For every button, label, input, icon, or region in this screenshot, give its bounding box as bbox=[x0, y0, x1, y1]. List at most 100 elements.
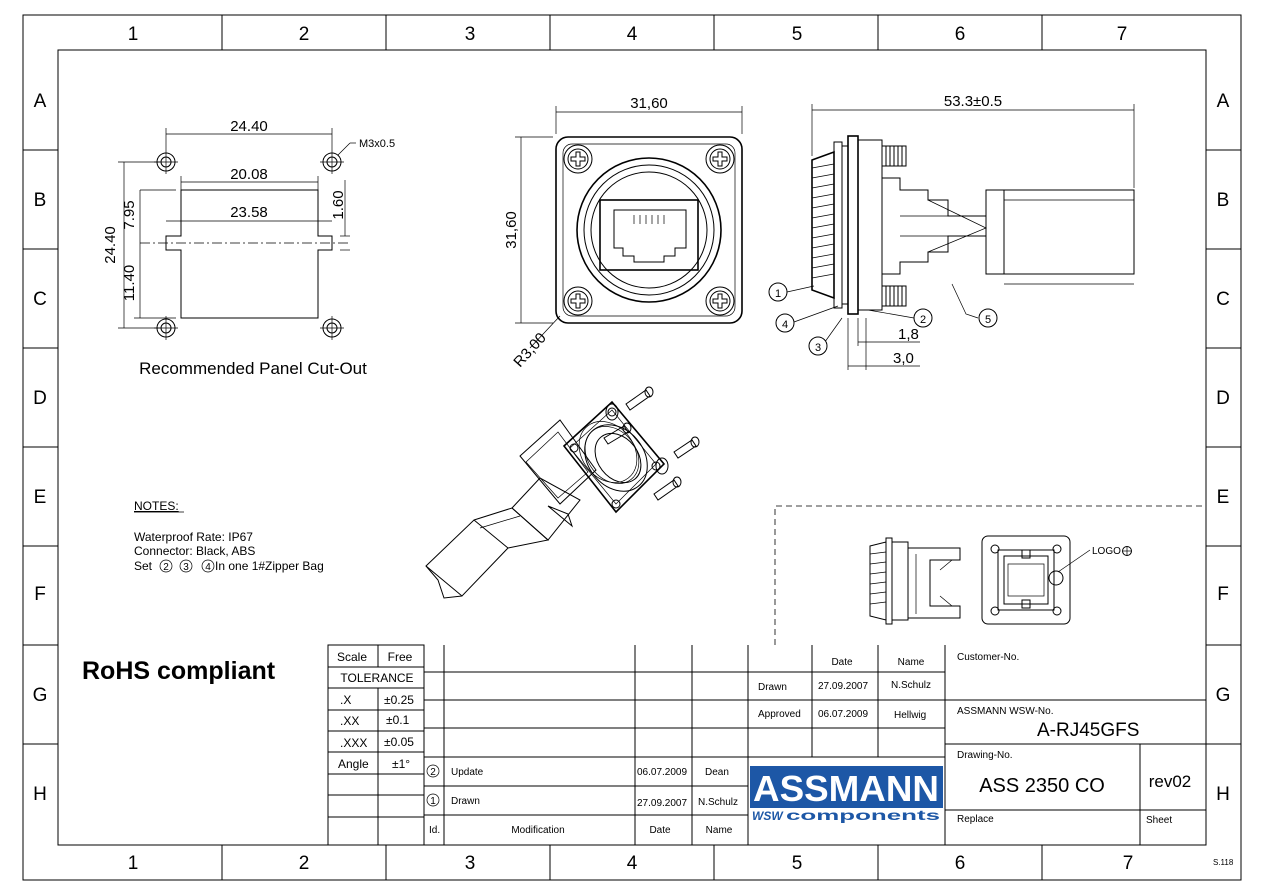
detail-view: LOGO bbox=[774, 505, 1206, 645]
revision-modification: Drawn bbox=[451, 796, 480, 807]
dim-cutout-vertical-pitch: 24.40 bbox=[102, 226, 119, 264]
svg-text:2: 2 bbox=[430, 767, 436, 778]
notes-line-1: Waterproof Rate: IP67 bbox=[134, 530, 253, 544]
zone-col-7: 7 bbox=[1117, 24, 1128, 45]
zone-col-6-bottom: 6 bbox=[955, 853, 966, 874]
replace-label: Replace bbox=[957, 814, 994, 825]
revision-name: N.Schulz bbox=[698, 797, 738, 808]
cutout-title: Recommended Panel Cut-Out bbox=[139, 359, 367, 378]
dim-front-corner-radius: R3,00 bbox=[510, 330, 549, 371]
dim-front-width: 31,60 bbox=[630, 95, 668, 112]
dim-side-flange: 1,8 bbox=[898, 326, 919, 343]
front-screw-br bbox=[705, 286, 735, 316]
zone-col-7-bottom: 7 bbox=[1123, 853, 1134, 874]
revision-table: 2 Update 06.07.2009 Dean 1 Drawn 27.09.2… bbox=[426, 764, 738, 836]
zone-row-e: E bbox=[34, 487, 47, 508]
tolerance-header: TOLERANCE bbox=[340, 671, 413, 685]
zone-col-4-bottom: 4 bbox=[627, 853, 638, 874]
zone-row-a-right: A bbox=[1217, 91, 1230, 112]
approval-table: Date Name Drawn 27.09.2007 N.Schulz Appr… bbox=[758, 657, 931, 721]
side-flange bbox=[847, 135, 859, 315]
svg-text:4: 4 bbox=[782, 319, 788, 331]
zone-col-6: 6 bbox=[955, 24, 966, 45]
zone-row-g-right: G bbox=[1216, 685, 1231, 706]
front-ring bbox=[576, 157, 722, 303]
zone-row-f: F bbox=[34, 584, 46, 605]
svg-text:3: 3 bbox=[183, 562, 189, 573]
dim-cutout-hole-pitch: 24.40 bbox=[230, 118, 268, 135]
tolerance-row-label: .XXX bbox=[340, 736, 367, 750]
drawing-no-label: Drawing-No. bbox=[957, 750, 1013, 761]
revision-header-id: Id. bbox=[429, 825, 440, 836]
zone-labels: 1 2 3 4 5 6 7 1 2 3 4 5 6 7 A B C D E F … bbox=[33, 24, 1231, 874]
scale-label: Scale bbox=[337, 650, 367, 664]
logo-components-text: components bbox=[786, 807, 940, 823]
zone-row-b-right: B bbox=[1217, 190, 1230, 211]
side-screw-bottom bbox=[881, 285, 907, 307]
notes-line-3-suffix: In one 1#Zipper Bag bbox=[215, 559, 324, 573]
notes-heading: NOTES: bbox=[134, 499, 179, 513]
iso-screw-2 bbox=[673, 436, 700, 459]
zone-row-c-right: C bbox=[1216, 289, 1230, 310]
tolerance-row-value: ±0.05 bbox=[384, 735, 414, 749]
iso-screw-3 bbox=[653, 476, 682, 501]
tolerance-row-value: ±0.25 bbox=[384, 693, 414, 707]
rohs-label: RoHS compliant bbox=[82, 657, 276, 685]
notes-line-3-prefix: Set bbox=[134, 559, 153, 573]
tolerance-row-label: .X bbox=[340, 693, 351, 707]
revision-id-2: 2 bbox=[426, 764, 440, 778]
zone-row-b: B bbox=[34, 190, 47, 211]
side-view: 53.3±0.5 1,8 3,0 1 4 3 2 5 bbox=[768, 93, 1135, 370]
revision-modification: Update bbox=[451, 767, 484, 778]
revision-code: rev02 bbox=[1149, 772, 1192, 791]
detail-logo-label: LOGO bbox=[1092, 546, 1121, 557]
title-block-info: Customer-No. ASSMANN WSW-No. A-RJ45GFS D… bbox=[957, 652, 1234, 867]
revision-header-date: Date bbox=[649, 825, 671, 836]
iso-screw-4 bbox=[603, 422, 632, 445]
dim-cutout-slot-width: 23.58 bbox=[230, 204, 268, 221]
zone-row-f-right: F bbox=[1217, 584, 1229, 605]
logo-mark-icon bbox=[1122, 546, 1132, 556]
zone-row-e-right: E bbox=[1217, 487, 1230, 508]
zone-col-1: 1 bbox=[128, 24, 139, 45]
zone-row-d: D bbox=[33, 388, 47, 409]
mounting-hole-tr bbox=[320, 150, 344, 174]
cable-plug bbox=[1004, 189, 1135, 275]
approved-name: Hellwig bbox=[894, 710, 926, 721]
front-screw-bl bbox=[563, 286, 593, 316]
zone-col-5: 5 bbox=[792, 24, 803, 45]
approval-name-header: Name bbox=[898, 657, 925, 668]
screw-thread-note: M3x0.5 bbox=[359, 138, 395, 150]
zone-row-c: C bbox=[33, 289, 47, 310]
dim-cutout-upper-offset: 7.95 bbox=[121, 200, 138, 229]
callout-4: 4 bbox=[775, 313, 795, 333]
zone-row-a: A bbox=[34, 91, 47, 112]
zone-col-1-bottom: 1 bbox=[128, 853, 139, 874]
rj45-socket bbox=[613, 209, 687, 263]
detail-front-flange bbox=[981, 535, 1071, 625]
title-block-grid bbox=[327, 644, 1206, 846]
front-view: 31,60 31,60 R3,00 bbox=[503, 95, 743, 371]
revision-id-1: 1 bbox=[426, 793, 440, 807]
drawn-date: 27.09.2007 bbox=[818, 681, 868, 692]
sheet-label: Sheet bbox=[1146, 815, 1172, 826]
svg-text:3: 3 bbox=[815, 342, 821, 354]
callout-2: 2 bbox=[913, 308, 933, 328]
rj45-jack-opening bbox=[599, 199, 699, 271]
notes-mark-3: 3 bbox=[179, 559, 193, 573]
svg-text:2: 2 bbox=[163, 562, 169, 573]
zone-row-h: H bbox=[33, 784, 47, 805]
dim-cutout-inner-width: 20.08 bbox=[230, 166, 268, 183]
customer-no-label: Customer-No. bbox=[957, 652, 1019, 663]
scale-value: Free bbox=[388, 650, 413, 664]
approval-date-header: Date bbox=[831, 657, 853, 668]
callout-3: 3 bbox=[808, 336, 828, 356]
iso-screw-1 bbox=[625, 386, 654, 411]
side-screw-top bbox=[881, 145, 907, 167]
form-code: S.118 bbox=[1213, 858, 1234, 867]
iso-front-flange bbox=[562, 400, 666, 514]
drawn-label: Drawn bbox=[758, 682, 787, 693]
zone-col-4: 4 bbox=[627, 24, 638, 45]
zone-row-d-right: D bbox=[1216, 388, 1230, 409]
